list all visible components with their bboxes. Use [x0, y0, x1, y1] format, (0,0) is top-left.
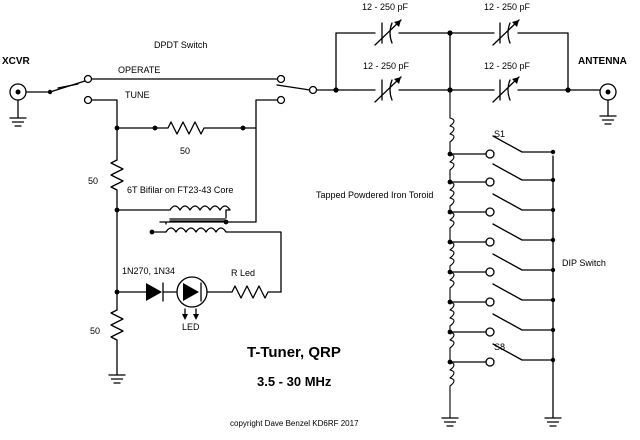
antenna-label: ANTENNA: [578, 56, 627, 67]
bifilar-label: 6T Bifilar on FT23-43 Core: [127, 185, 233, 195]
cap3-label: 12 - 250 pF: [363, 61, 410, 71]
dpdt-lever-right: [276, 84, 311, 91]
resistor-left: [110, 159, 124, 211]
dip-switch-6: [447, 283, 556, 307]
dip-switch-8: [447, 343, 556, 367]
dpdt-contacts: [83, 74, 318, 105]
variable-capacitor-3: [374, 76, 402, 103]
resistor-bottom: [110, 309, 124, 376]
dip-switch-taps: [447, 135, 556, 367]
dip-switch-2: [447, 163, 556, 187]
toroid-label: Tapped Powdered Iron Toroid: [316, 190, 433, 200]
ground-dip: [544, 417, 562, 427]
frequency-range: 3.5 - 30 MHz: [257, 374, 332, 389]
resistor-top: [116, 121, 257, 135]
dip-switch-4: [447, 223, 556, 247]
input-wire: [25, 80, 86, 93]
variable-capacitor-1: [374, 19, 402, 46]
resistor-top-label: 50: [180, 146, 190, 156]
dip-switch-5: [447, 253, 556, 277]
dpdt-lever-left: [57, 83, 79, 89]
tune-label: TUNE: [125, 90, 150, 100]
diodes-label: 1N270, 1N34: [122, 266, 175, 276]
title: T-Tuner, QRP: [247, 344, 341, 361]
dip-switch-3: [447, 193, 556, 217]
led-diode: [176, 276, 233, 320]
cap2-label: 12 - 250 pF: [484, 2, 531, 12]
s1-label: S1: [494, 129, 505, 139]
diode-1n270: [116, 282, 177, 302]
dpdt-switch-label: DPDT Switch: [154, 40, 207, 50]
copyright: copyright Dave Benzel KD6RF 2017: [230, 419, 359, 428]
tune-right-wire: [255, 99, 278, 129]
ground-left: [108, 374, 126, 384]
cap4-label: 12 - 250 pF: [484, 61, 531, 71]
led-label: LED: [182, 322, 200, 332]
variable-capacitor-2: [492, 19, 520, 46]
antenna-connector: [599, 83, 617, 125]
tune-left-wire: [91, 99, 118, 161]
resistor-left-label: 50: [88, 176, 98, 186]
cap1-label: 12 - 250 pF: [362, 2, 409, 12]
variable-capacitor-4: [492, 76, 520, 103]
operate-label: OPERATE: [118, 65, 160, 75]
bifilar-return-wire: [159, 127, 257, 223]
dip-switch-1: [447, 135, 556, 159]
toroid-inductor: [449, 90, 455, 418]
resistor-led: [231, 285, 282, 299]
r-led-label: R Led: [231, 268, 255, 278]
bifilar-winding-secondary: [151, 227, 282, 293]
dip-switch-label: DIP Switch: [562, 258, 606, 268]
xcvr-label: XCVR: [2, 56, 31, 67]
xcvr-connector: [9, 83, 27, 127]
ground-toroid: [441, 417, 459, 427]
resistor-bottom-label: 50: [90, 326, 100, 336]
dip-switch-7: [447, 313, 556, 337]
bifilar-winding-primary: [116, 205, 231, 219]
